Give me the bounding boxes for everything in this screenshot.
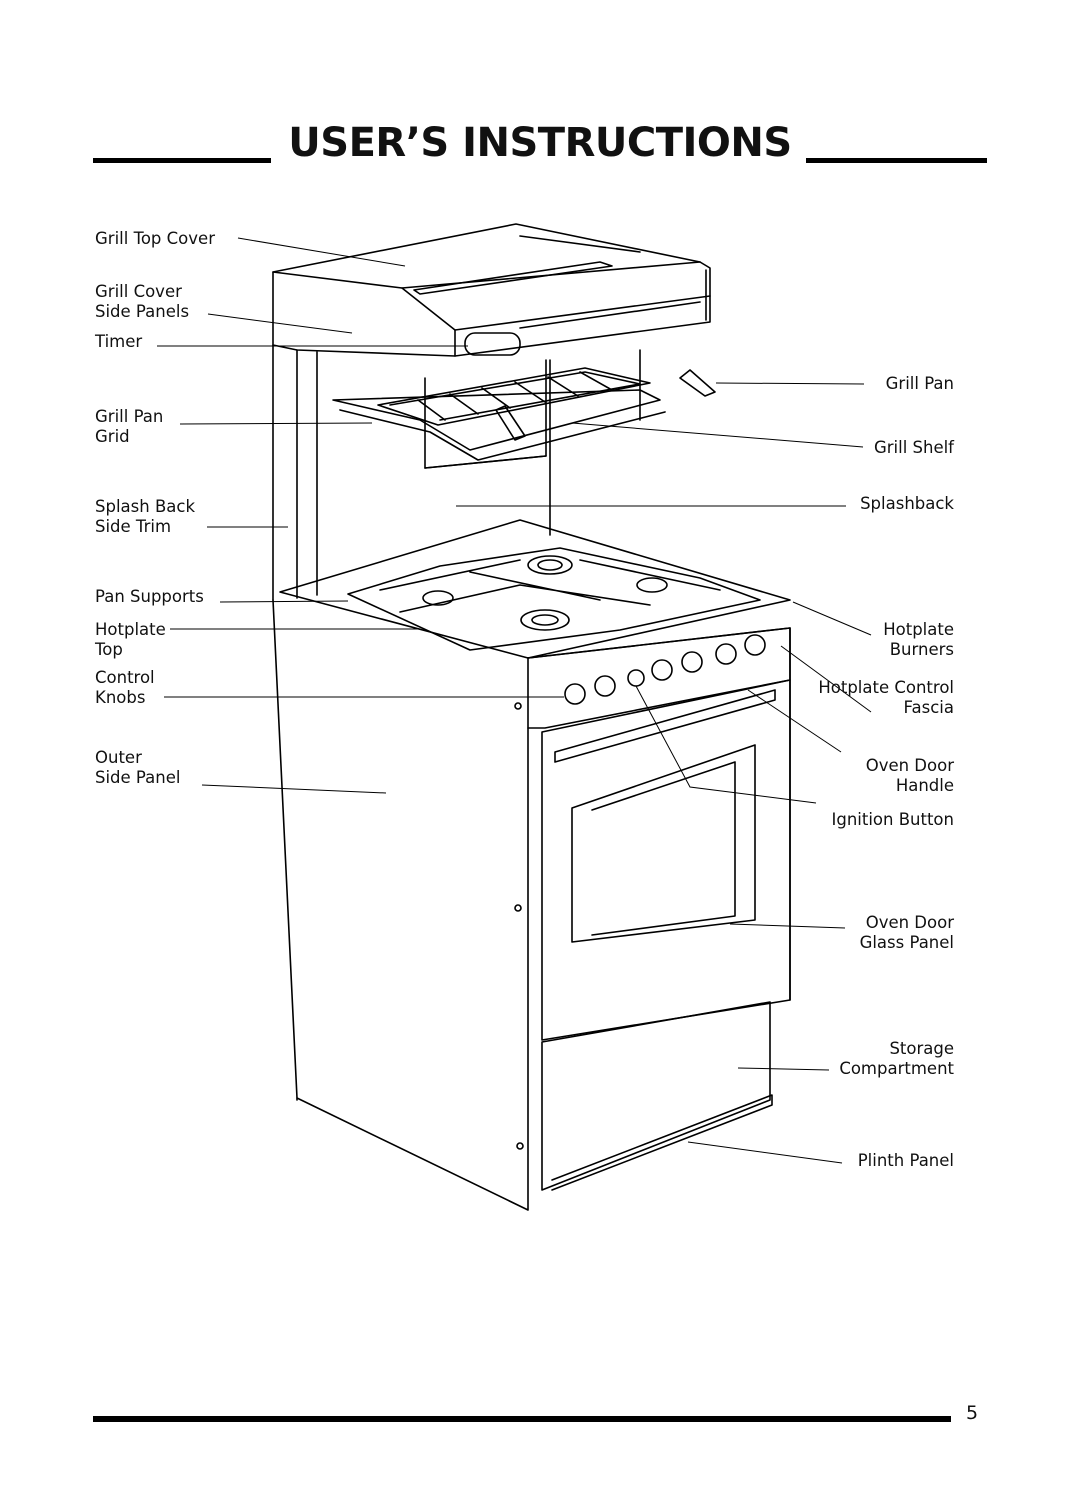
storage-compartment — [541, 1001, 771, 1191]
burner-right — [636, 577, 668, 593]
ignition-button — [627, 669, 645, 687]
grill-shelf — [332, 389, 661, 451]
label-splashback: Splashback — [860, 494, 954, 513]
leader-hotplate-control-fascia — [780, 645, 872, 713]
leader-ignition-button — [635, 685, 817, 804]
label-grill-cover-side-panels: Grill Cover Side Panels — [95, 282, 190, 321]
hotplate-control-fascia — [527, 627, 791, 729]
label-hotplate-top: Hotplate Top — [95, 620, 166, 659]
label-hotplate-control-fascia: Hotplate Control Fascia — [818, 678, 954, 717]
label-splash-back-side-trim: Splash Back Side Trim — [95, 497, 195, 536]
leader-storage-compartment — [737, 1067, 830, 1071]
label-oven-door-handle: Oven Door Handle — [865, 756, 954, 795]
label-pan-supports: Pan Supports — [95, 587, 204, 606]
oven-door — [541, 679, 791, 1041]
leader-oven-door-handle — [747, 689, 842, 753]
leader-grill-pan-grid — [179, 422, 373, 425]
oven-door-glass-panel — [571, 744, 756, 943]
label-control-knobs: Control Knobs — [95, 668, 155, 707]
leader-grill-pan — [715, 382, 865, 385]
label-plinth-panel: Plinth Panel — [857, 1151, 954, 1170]
leader-pan-supports — [219, 600, 349, 603]
label-oven-door-glass-panel: Oven Door Glass Panel — [859, 913, 954, 952]
hotplate-top — [279, 519, 791, 659]
burner-large-back — [527, 555, 573, 575]
label-grill-top-cover: Grill Top Cover — [95, 229, 215, 248]
leader-oven-door-glass-panel — [729, 923, 846, 929]
label-grill-pan: Grill Pan — [885, 374, 954, 393]
header-rule-left — [93, 158, 271, 163]
label-timer: Timer — [95, 332, 143, 351]
control-knob — [564, 683, 586, 705]
header-rule-right — [806, 158, 987, 163]
leader-hotplate-burners — [792, 601, 872, 636]
footer-rule — [93, 1416, 951, 1422]
oven-door-handle — [554, 689, 776, 763]
leader-outer-side-panel — [201, 784, 387, 794]
label-ignition-button: Ignition Button — [831, 810, 954, 829]
leader-plinth-panel — [687, 1141, 843, 1164]
timer-window — [464, 332, 521, 356]
label-hotplate-burners: Hotplate Burners — [883, 620, 954, 659]
page-number: 5 — [966, 1402, 979, 1424]
burner-front-left — [422, 590, 454, 606]
grill-top-cover — [272, 271, 456, 357]
grill-pan — [377, 367, 651, 426]
leader-grill-cover-side-panels — [207, 313, 353, 334]
outer-side-panel — [272, 599, 529, 1211]
label-storage-compartment: Storage Compartment — [839, 1039, 954, 1078]
label-outer-side-panel: Outer Side Panel — [95, 748, 181, 787]
pan-supports — [347, 547, 761, 651]
label-grill-pan-grid: Grill Pan Grid — [95, 407, 164, 446]
plinth-panel — [551, 1094, 773, 1191]
burner-front-center — [520, 609, 570, 631]
label-grill-shelf: Grill Shelf — [873, 438, 954, 457]
page-title: USER’S INSTRUCTIONS — [288, 120, 792, 166]
leader-grill-shelf — [571, 422, 864, 448]
leader-grill-top-cover — [237, 237, 406, 267]
